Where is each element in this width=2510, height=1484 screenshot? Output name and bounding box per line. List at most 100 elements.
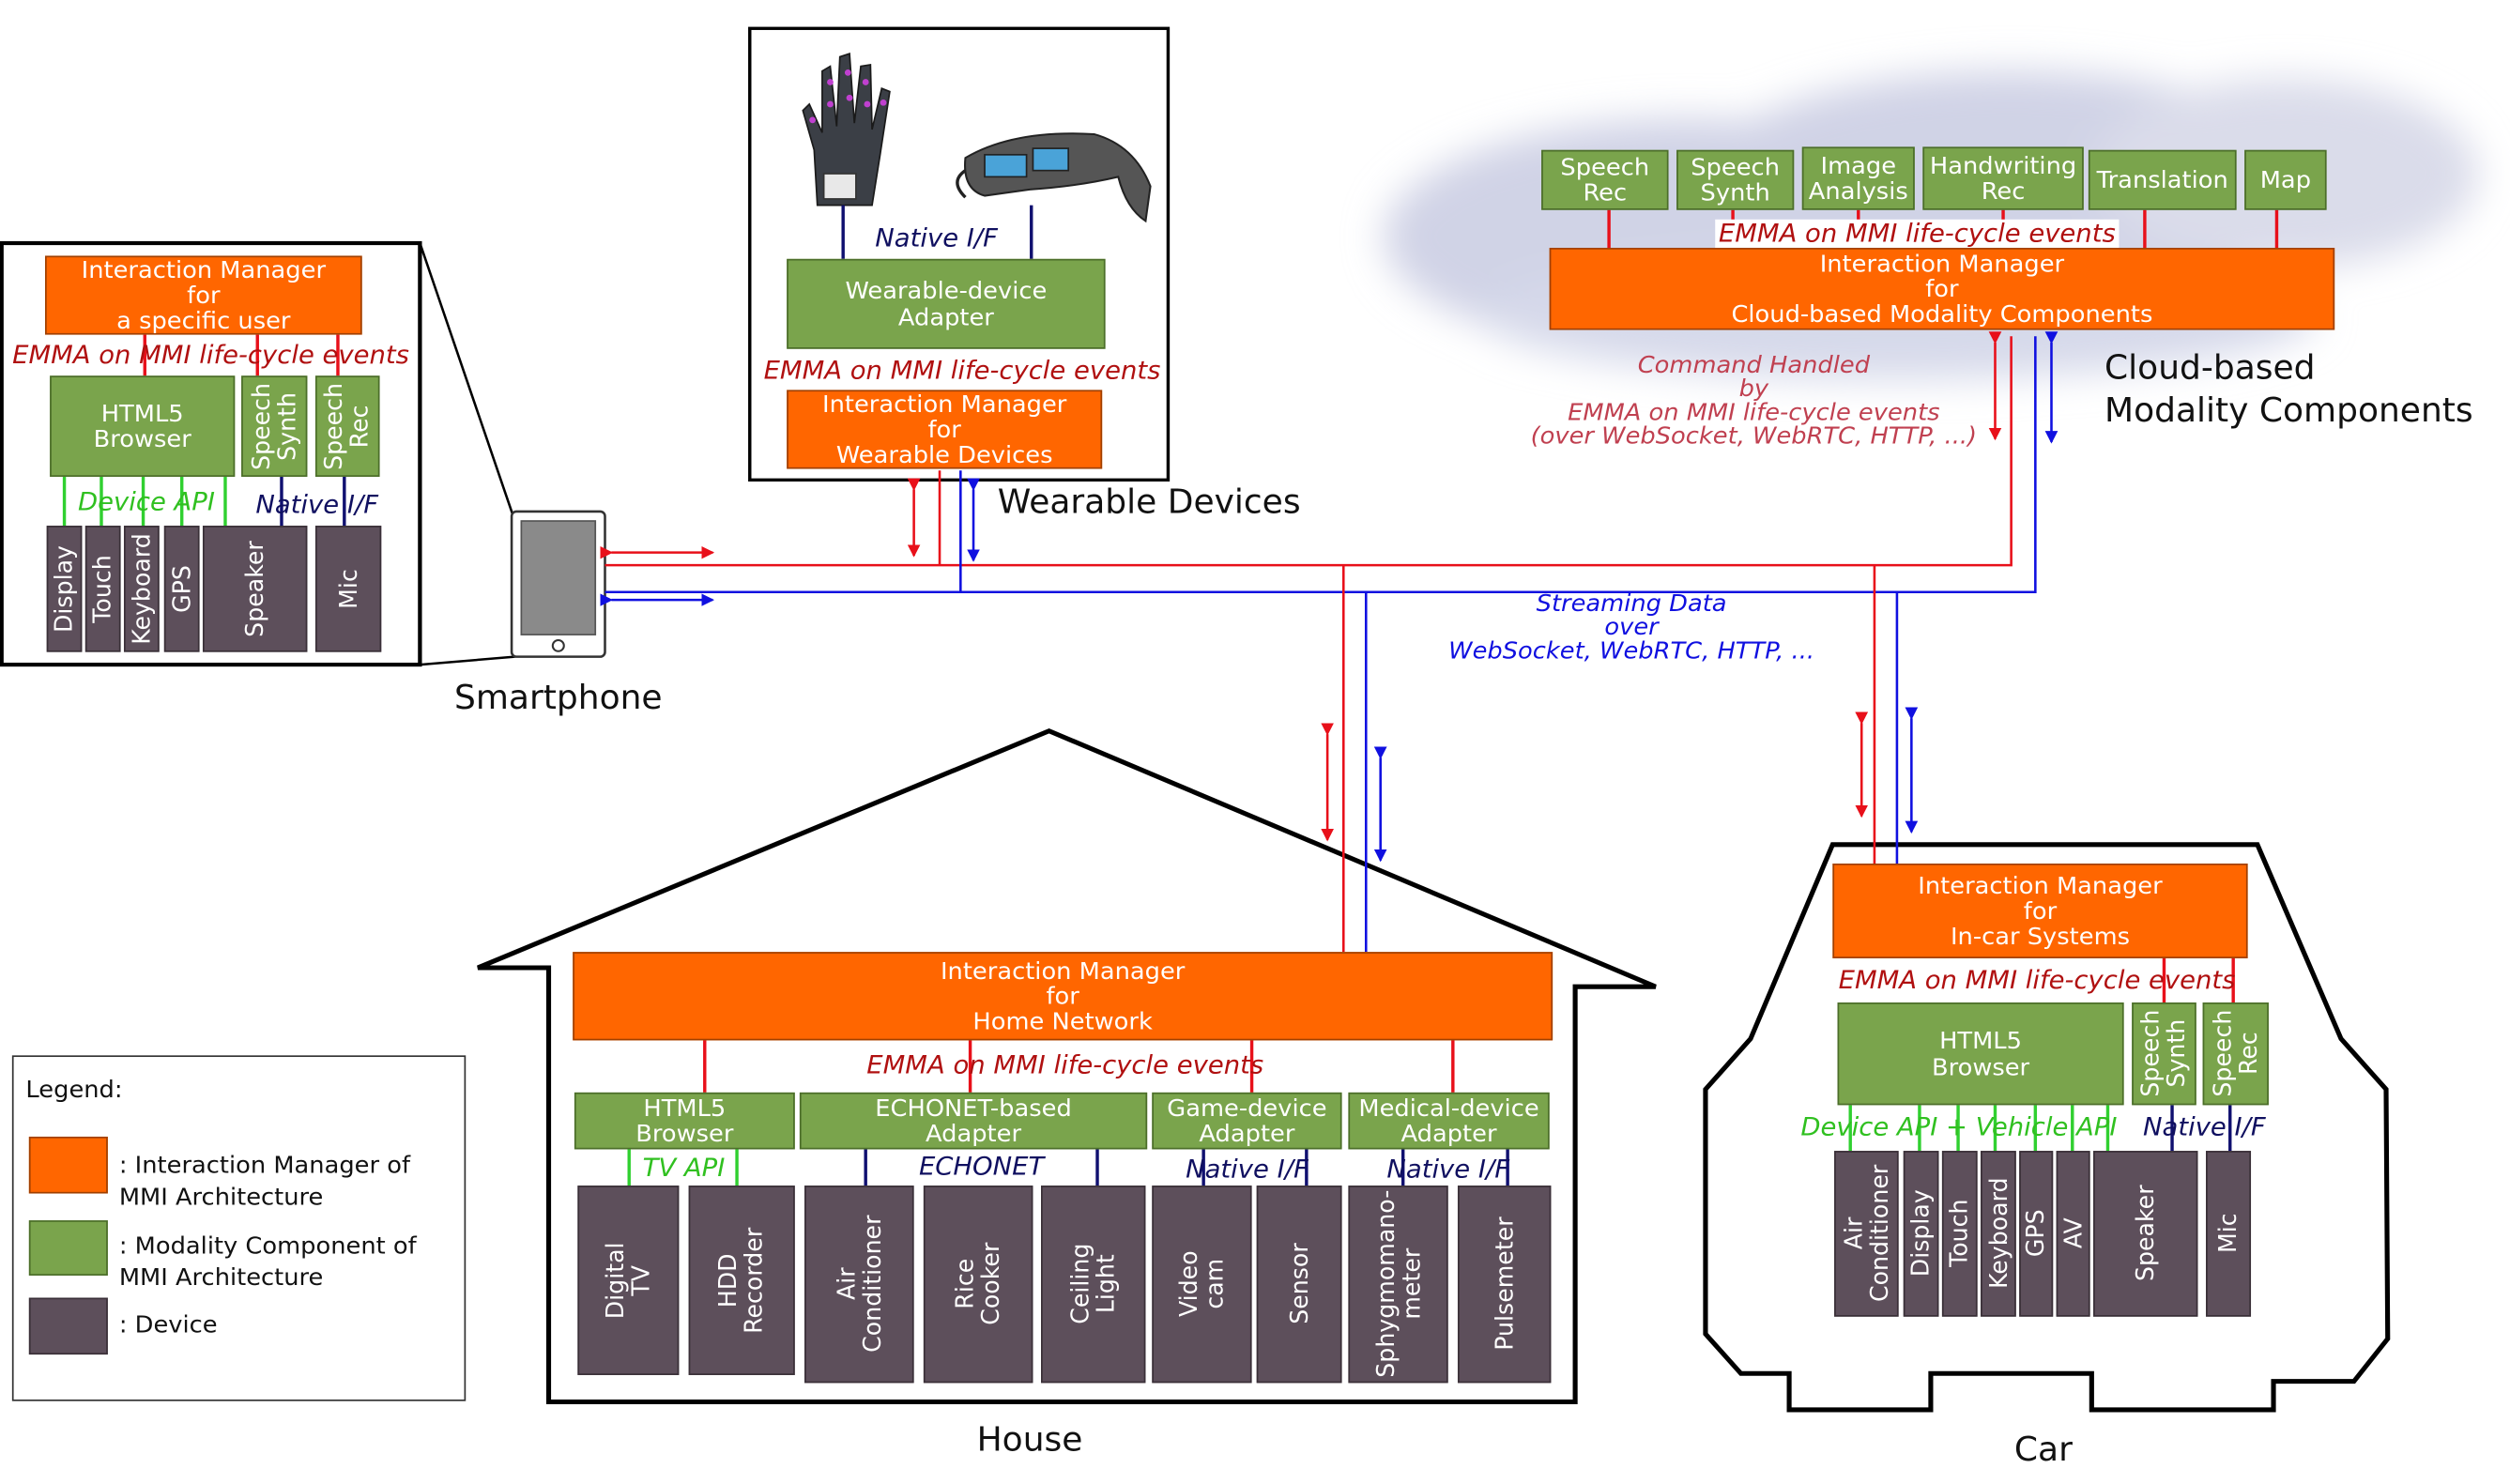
smartphone-device-display: Display [46,526,83,652]
car-speech-synth: Speech Synth [2132,1002,2196,1106]
legend-title: Legend: [25,1075,123,1104]
device-label: Ceiling Light [1065,1244,1121,1325]
device-label: Display [1906,1189,1936,1277]
house-medical-device-adapter: Medical-device Adapter [1348,1092,1550,1150]
legend-im-label: : Interaction Manager of MMI Architectur… [118,1151,411,1211]
device-label: GPS [2021,1210,2051,1258]
house-echonet-adapter: ECHONET-based Adapter [799,1092,1148,1150]
car-device-display: Display [1903,1151,1939,1317]
cloud-handwriting-rec: Handwriting Rec [1922,146,2084,210]
house-events-label: EMMA on MMI life-cycle events [866,1049,1264,1080]
house-device-pulsemeter: Pulsemeter [1457,1186,1552,1384]
car-native-if-label: Native I/F [2142,1111,2266,1142]
wearable-device-adapter: Wearable-device Adapter [787,258,1106,349]
house-caption: House [976,1420,1083,1460]
house-outline [477,727,1657,1405]
device-label: Sphygmomano- meter [1370,1190,1426,1379]
device-label: Air Conditioner [1838,1165,1894,1303]
house-tv-api-label: TV API [642,1152,726,1183]
smartphone-events-label: EMMA on MMI life-cycle events [12,339,409,370]
legend-device-swatch [28,1297,108,1355]
device-label: AV [2059,1217,2088,1249]
car-caption: Car [2013,1430,2073,1469]
device-label: Keyboard [1983,1178,2013,1290]
house-native-if-game-label: Native I/F [1186,1154,1309,1185]
house-device-sphygmomanometer: Sphygmomano- meter [1348,1186,1448,1384]
cloud-speech-synth: Speech Synth [1676,149,1795,210]
legend-mc-label: : Modality Component of MMI Architecture [118,1231,417,1291]
wearable-events-label: EMMA on MMI life-cycle events [763,355,1161,386]
speech-synth-label: Speech Synth [246,382,302,470]
wearable-native-if-label: Native I/F [875,222,998,253]
device-label: Air Conditioner [831,1216,887,1354]
device-label: Mic [2213,1214,2243,1254]
device-label: Video cam [1173,1250,1230,1318]
legend-mc-swatch [28,1220,108,1276]
house-device-sensor: Sensor [1256,1186,1342,1384]
legend-device-label: : Device [118,1309,218,1339]
car-device-mic: Mic [2206,1151,2252,1317]
car-interaction-manager: Interaction Manager for In-car Systems [1832,863,2248,958]
arrows [600,331,2059,863]
car-device-speaker: Speaker [2093,1151,2198,1317]
device-label: Sensor [1284,1243,1314,1325]
house-native-if-medical-label: Native I/F [1386,1154,1509,1185]
smartphone-device-gps: GPS [163,526,200,652]
house-interaction-manager: Interaction Manager for Home Network [573,952,1553,1041]
car-device-air-conditioner: Air Conditioner [1834,1151,1899,1317]
smartphone-html5-browser: HTML5 Browser [50,375,236,477]
smartphone-device-mic: Mic [314,526,382,652]
wearable-frame [748,26,1171,482]
smartphone-icon [510,510,606,658]
wearable-caption: Wearable Devices [997,482,1301,522]
speech-rec-label: Speech Rec [319,382,375,470]
network-lines [605,336,2037,953]
smartphone-device-touch: Touch [84,526,121,652]
device-label: Speaker [2131,1186,2161,1282]
house-echonet-label: ECHONET [918,1151,1045,1182]
house-device-rice-cooker: Rice Cooker [923,1186,1033,1384]
house-game-device-adapter: Game-device Adapter [1152,1092,1342,1150]
smartphone-inset-frame [0,240,422,667]
smartphone-interaction-manager: Interaction Manager for a specific user [44,255,362,335]
speech-rec-label: Speech Rec [2208,1010,2263,1098]
car-device-gps: GPS [2019,1151,2054,1317]
cloud-map: Map [2244,149,2327,210]
legend-im-swatch [28,1136,108,1194]
smartphone-device-keyboard: Keyboard [123,526,160,652]
car-device-av: AV [2056,1151,2090,1317]
car-speech-rec: Speech Rec [2202,1002,2269,1106]
house-device-video-cam: Video cam [1152,1186,1252,1384]
cloud-interaction-manager: Interaction Manager for Cloud-based Moda… [1549,248,2335,330]
glove-icon [802,53,891,207]
cloud-speech-rec: Speech Rec [1541,149,1669,210]
device-label: Pulsemeter [1490,1217,1519,1352]
device-label: Keyboard [127,533,157,645]
speech-synth-label: Speech Synth [2136,1010,2192,1098]
car-api-label: Device API + Vehicle API [1800,1111,2118,1142]
house-device-ceiling-light: Ceiling Light [1041,1186,1146,1384]
smartphone-speech-rec: Speech Rec [314,375,380,477]
smartphone-native-if-label: Native I/F [255,489,378,520]
device-label: Speaker [240,541,269,637]
cloud-caption: Cloud-based Modality Components [2104,348,2473,430]
device-label: Rice Cooker [950,1243,1006,1326]
device-label: Mic [333,569,363,609]
device-label: Touch [1945,1200,1975,1268]
car-html5-browser: HTML5 Browser [1837,1002,2124,1106]
house-device-hdd-recorder: HDD Recorder [688,1186,795,1375]
streaming-data-label: Streaming Data over WebSocket, WebRTC, H… [1448,589,1815,666]
car-events-label: EMMA on MMI life-cycle events [1838,964,2236,995]
cloud-image-analysis: Image Analysis [1801,146,1915,210]
wearable-interaction-manager: Interaction Manager for Wearable Devices [787,390,1103,469]
device-label: Touch [88,555,117,623]
device-label: Display [49,544,79,633]
house-device-digital-tv: Digital TV [577,1186,680,1375]
smartphone-device-api-label: Device API [78,486,215,516]
smartphone-speech-synth: Speech Synth [241,375,308,477]
smartphone-caption: Smartphone [454,679,663,717]
cloud-command-label: Command Handled by EMMA on MMI life-cycl… [1530,350,1978,451]
device-label: HDD Recorder [713,1227,770,1334]
house-device-air-conditioner: Air Conditioner [804,1186,914,1384]
